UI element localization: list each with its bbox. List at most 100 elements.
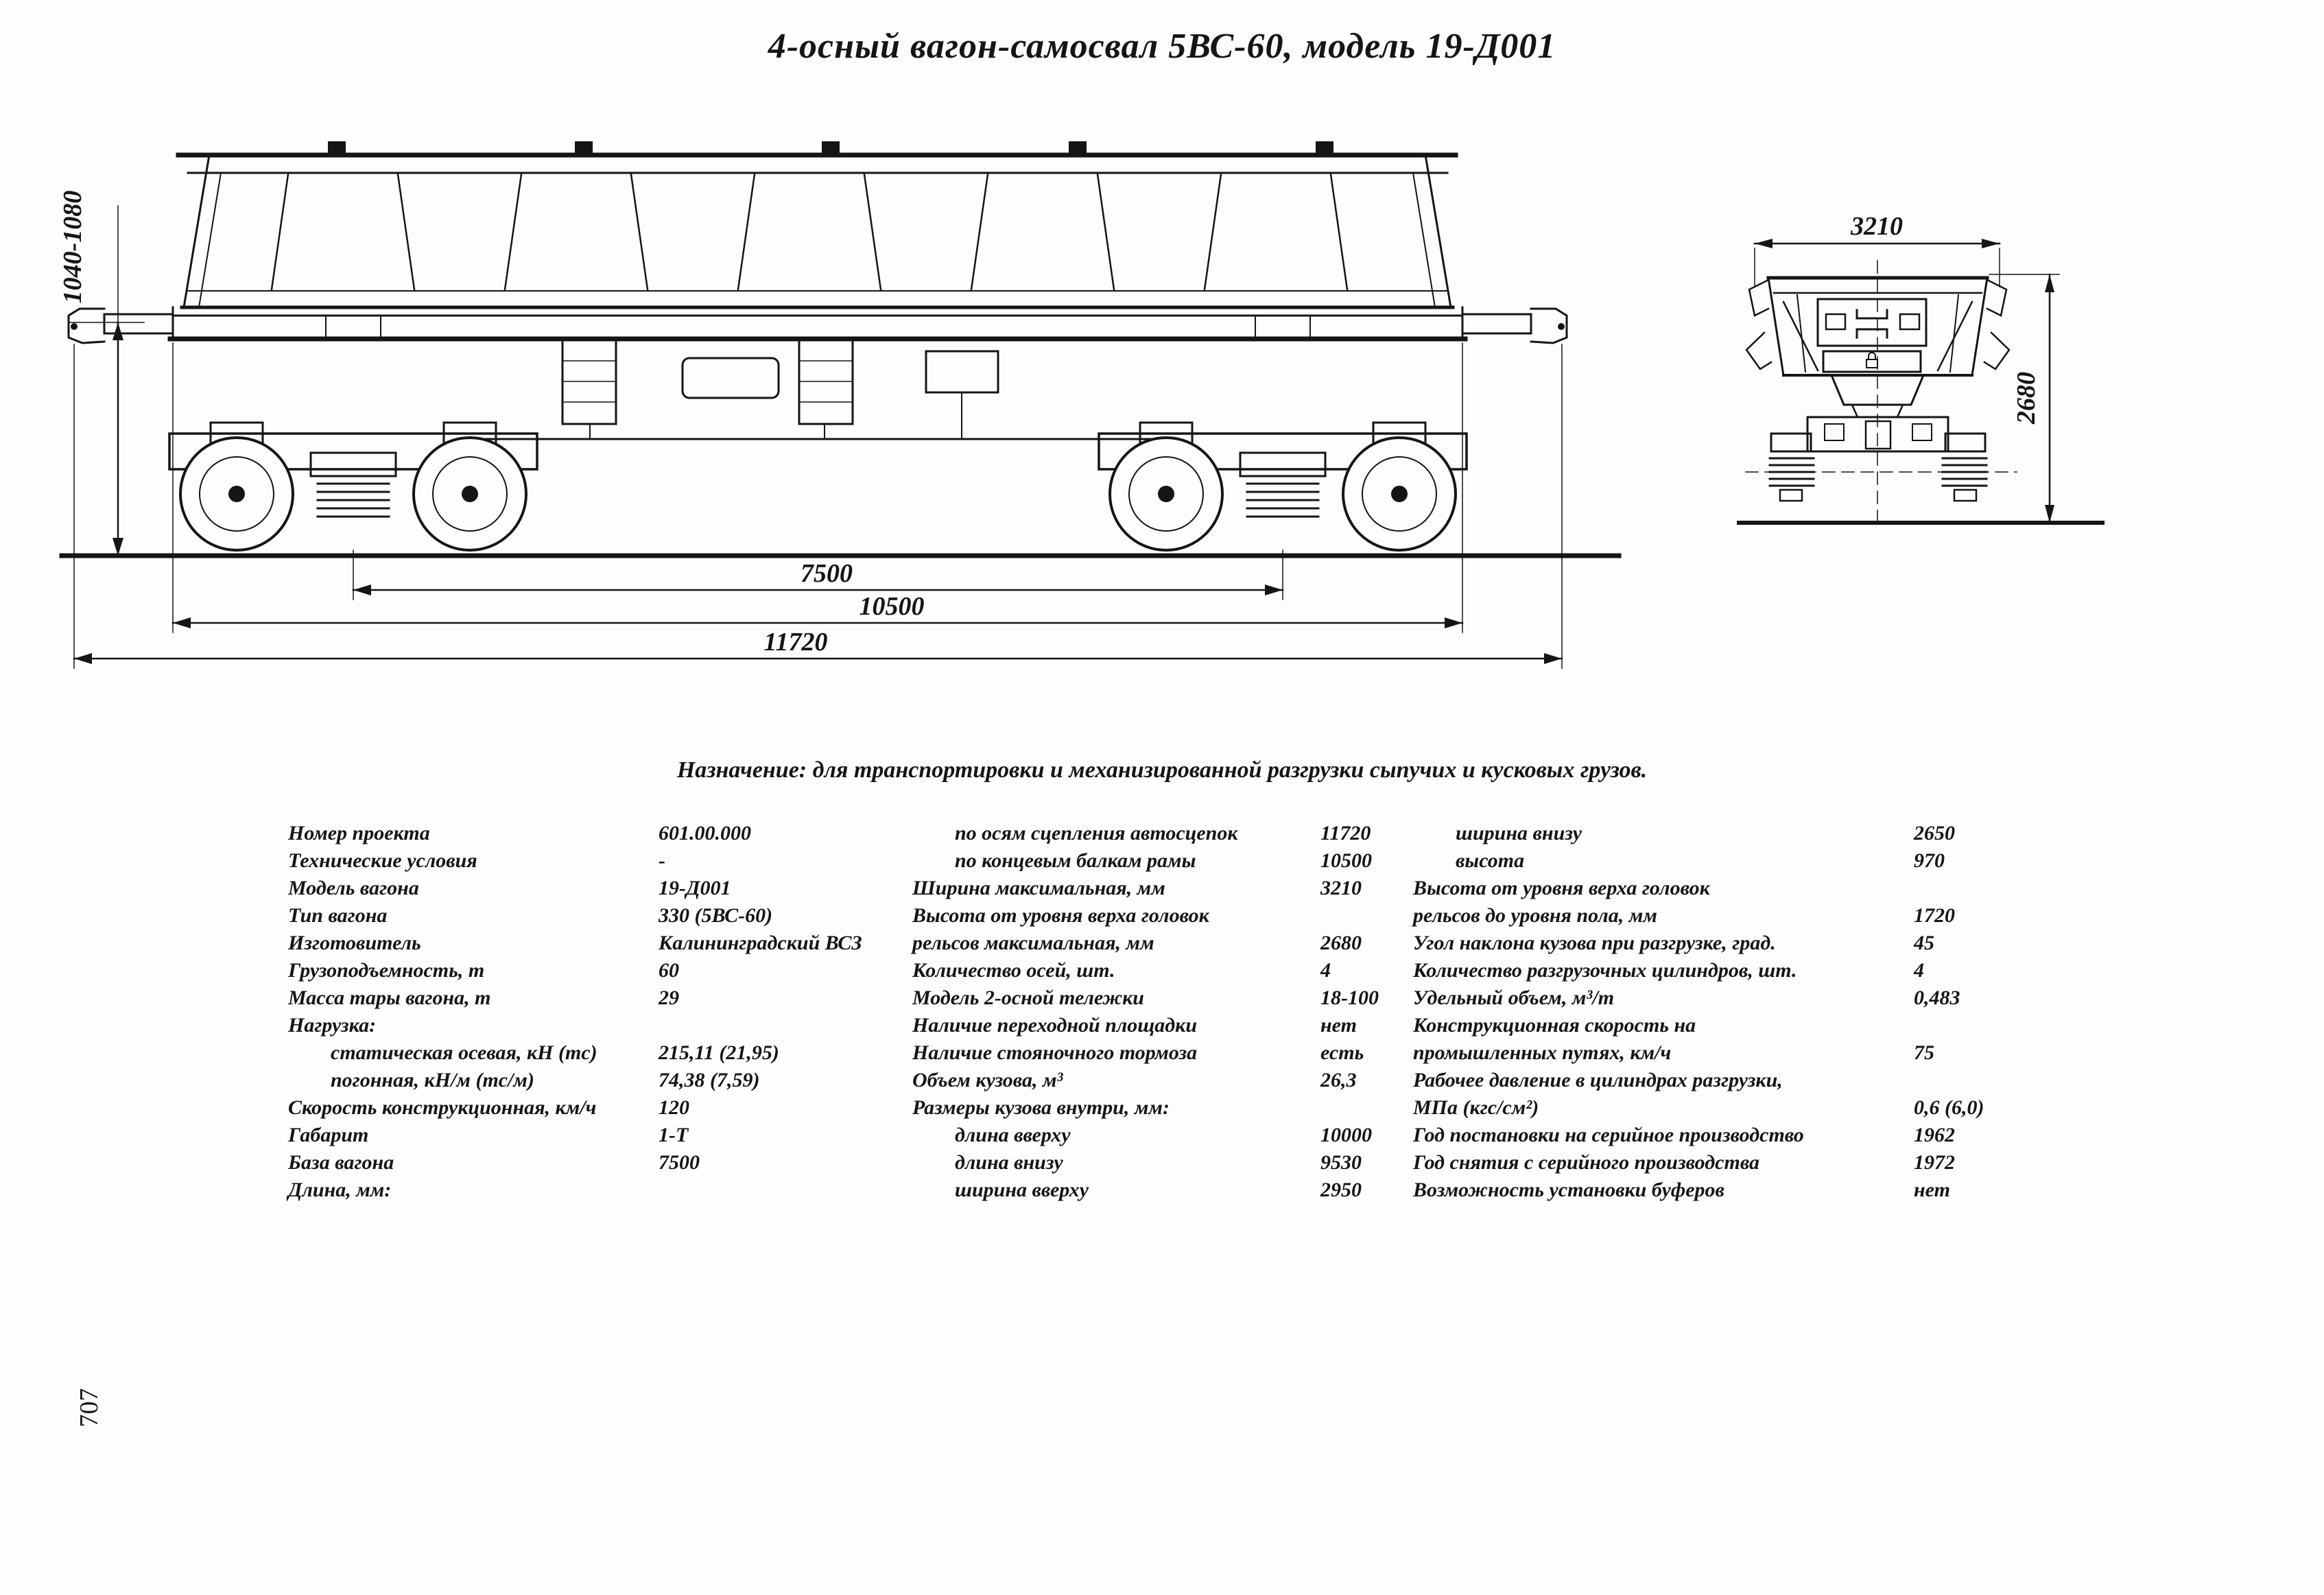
spec-value: 29 xyxy=(659,986,679,1009)
spec-value: 330 (5ВС-60) xyxy=(659,904,773,927)
spec-value: 970 xyxy=(1914,849,1945,872)
spec-row: Габарит 1-Т xyxy=(288,1124,912,1151)
spec-row: Удельный объем, м³/т 0,483 xyxy=(1413,986,2120,1014)
spec-label: Скорость конструкционная, км/ч xyxy=(288,1096,597,1119)
spec-row: Скорость конструкционная, км/ч 120 xyxy=(288,1096,912,1124)
dim-coupler-height: 1040-1080 xyxy=(58,191,87,304)
spec-value: 10000 xyxy=(1320,1124,1372,1146)
spec-label: Габарит xyxy=(288,1124,369,1146)
spec-value: 10500 xyxy=(1320,849,1372,872)
spec-value: 2950 xyxy=(1320,1179,1362,1201)
spec-label: Изготовитель xyxy=(288,932,421,954)
spec-value: 4 xyxy=(1320,959,1331,982)
spec-row: Масса тары вагона, т 29 xyxy=(288,986,912,1014)
spec-label: погонная, кН/м (тс/м) xyxy=(331,1069,534,1091)
spec-value: 18-100 xyxy=(1320,986,1379,1009)
spec-row: Угол наклона кузова при разгрузке, град.… xyxy=(1413,932,2120,959)
spec-value: 7500 xyxy=(659,1151,700,1174)
coupler-left xyxy=(103,313,174,335)
spec-label: высота xyxy=(1456,849,1525,872)
dim-width-max: 3210 xyxy=(1850,212,1903,241)
spec-label: Ширина максимальная, мм xyxy=(912,877,1165,899)
spec-row: Высота от уровня верха головок xyxy=(912,904,1413,932)
side-view-drawing: 7500 10500 11720 1040-1080 xyxy=(58,141,1622,669)
spec-label: Нагрузка: xyxy=(288,1014,377,1037)
spec-value: 4 xyxy=(1914,959,1924,982)
coupler-right xyxy=(1461,313,1532,335)
spec-row: Наличие стояночного тормоза есть xyxy=(912,1041,1413,1069)
spec-value: 74,38 (7,59) xyxy=(659,1069,760,1091)
spec-row: Модель 2-осной тележки 18-100 xyxy=(912,986,1413,1014)
spec-label: Наличие стояночного тормоза xyxy=(912,1041,1198,1064)
spec-row: высота 970 xyxy=(1413,849,2120,877)
spec-value: 0,6 (6,0) xyxy=(1914,1096,1984,1119)
spec-value: 45 xyxy=(1914,932,1934,954)
purpose-line: Назначение: для транспортировки и механи… xyxy=(676,757,1648,783)
dim-frame-length: 10500 xyxy=(859,592,925,621)
spec-value: - xyxy=(659,849,665,872)
spec-label: Удельный объем, м³/т xyxy=(1413,986,1615,1009)
dim-height-max: 2680 xyxy=(2012,372,2041,425)
spec-label: Конструкционная скорость на xyxy=(1413,1014,1696,1037)
spec-label: ширина вверху xyxy=(955,1179,1089,1201)
bogie-right xyxy=(1098,421,1468,552)
spec-label: длина внизу xyxy=(955,1151,1063,1174)
spec-label: Год снятия с серийного производства xyxy=(1413,1151,1760,1174)
spec-label: по осям сцепления автосцепок xyxy=(955,822,1238,844)
spec-label: Рабочее давление в цилиндрах разгрузки, xyxy=(1413,1069,1783,1091)
spec-row: МПа (кгс/см²) 0,6 (6,0) xyxy=(1413,1096,2120,1124)
dim-coupler-length: 11720 xyxy=(764,628,828,657)
spec-value: 1972 xyxy=(1914,1151,1955,1174)
spec-label: длина вверху xyxy=(955,1124,1071,1146)
spec-row: Тип вагона 330 (5ВС-60) xyxy=(288,904,912,932)
spec-label: МПа (кгс/см²) xyxy=(1413,1096,1539,1119)
dim-bogie-base: 7500 xyxy=(801,559,853,588)
spec-row: Длина, мм: xyxy=(288,1179,912,1206)
spec-label: Масса тары вагона, т xyxy=(288,986,491,1009)
spec-value: 1962 xyxy=(1914,1124,1955,1146)
spec-label: Объем кузова, м³ xyxy=(912,1069,1063,1091)
spec-value: 215,11 (21,95) xyxy=(659,1041,779,1064)
spec-row: Изготовитель Калининградский ВСЗ xyxy=(288,932,912,959)
spec-value: 11720 xyxy=(1320,822,1371,844)
spec-value: Калининградский ВСЗ xyxy=(659,932,862,954)
spec-label: Технические условия xyxy=(288,849,477,872)
spec-row: Год снятия с серийного производства 1972 xyxy=(1413,1151,2120,1179)
spec-label: Модель вагона xyxy=(288,877,419,899)
spec-value: 1-Т xyxy=(659,1124,689,1146)
end-view-drawing: 3210 2680 xyxy=(1737,212,2104,530)
spec-row: Высота от уровня верха головок xyxy=(1413,877,2120,904)
spec-label: рельсов максимальная, мм xyxy=(912,932,1154,954)
spec-value: 0,483 xyxy=(1914,986,1960,1009)
spec-value: нет xyxy=(1914,1179,1950,1201)
page-number: 707 xyxy=(75,1388,104,1428)
spec-row: длина вверху 10000 xyxy=(912,1124,1413,1151)
spec-label: Модель 2-осной тележки xyxy=(912,986,1144,1009)
spec-label: Возможность установки буферов xyxy=(1413,1179,1724,1201)
discharge-cylinders xyxy=(561,339,854,425)
spec-row: Технические условия - xyxy=(288,849,912,877)
spec-row: ширина вверху 2950 xyxy=(912,1179,1413,1206)
spec-label: Тип вагона xyxy=(288,904,388,927)
spec-label: Размеры кузова внутри, мм: xyxy=(912,1096,1170,1119)
spec-label: Номер проекта xyxy=(288,822,430,844)
bogie-left xyxy=(168,421,538,552)
spec-label: Угол наклона кузова при разгрузке, град. xyxy=(1413,932,1776,954)
spec-value: 120 xyxy=(659,1096,689,1119)
spec-value: есть xyxy=(1320,1041,1364,1064)
spec-row: Рабочее давление в цилиндрах разгрузки, xyxy=(1413,1069,2120,1096)
spec-label: Грузоподъемность, т xyxy=(288,959,485,982)
spec-label: Высота от уровня верха головок xyxy=(1413,877,1710,899)
